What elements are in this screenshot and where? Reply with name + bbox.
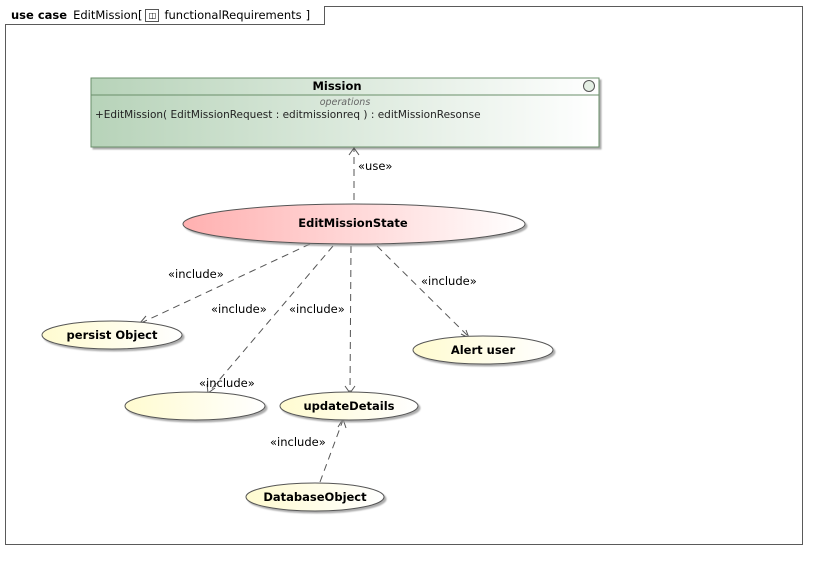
use-case-persist-label: persist Object	[67, 328, 158, 342]
frame-close-bracket: ]	[305, 8, 311, 22]
use-case-update-details[interactable]: updateDetails	[279, 391, 419, 421]
diagram-frame	[5, 6, 803, 545]
include-alert-label: «include»	[421, 274, 477, 288]
use-label: «use»	[358, 159, 392, 173]
use-case-unnamed[interactable]	[124, 391, 266, 421]
use-case-database-label: DatabaseObject	[263, 490, 367, 504]
use-case-alert-label: Alert user	[451, 343, 516, 357]
include-persist-label: «include»	[168, 267, 224, 281]
mission-class-box[interactable]: Mission operations +EditMission( EditMis…	[90, 77, 600, 148]
package-diagram-icon: ◫	[145, 8, 160, 22]
use-arrowhead	[348, 147, 360, 156]
operations-compartment-label: operations	[320, 97, 371, 108]
include-blank-lower-label: «include»	[199, 376, 255, 390]
include-alert-line[interactable]	[376, 245, 470, 338]
use-case-database-object[interactable]: DatabaseObject	[245, 482, 385, 512]
frame-keyword: use case	[11, 8, 68, 22]
use-case-alert-user[interactable]: Alert user	[412, 335, 554, 365]
frame-open-bracket: [	[137, 8, 143, 22]
include-database-label: «include»	[270, 435, 326, 449]
class-circle-icon	[583, 80, 595, 92]
include-database-line[interactable]	[319, 419, 344, 483]
include-blank-label: «include»	[211, 302, 267, 316]
use-case-update-label: updateDetails	[303, 399, 394, 413]
use-case-main-label: EditMissionState	[298, 216, 408, 230]
class-name: Mission	[312, 79, 361, 93]
frame-name: EditMission	[73, 8, 138, 22]
include-blank-line[interactable]	[208, 245, 334, 393]
use-case-persist-object[interactable]: persist Object	[41, 320, 183, 350]
include-update-label: «include»	[289, 302, 345, 316]
include-update-line[interactable]	[349, 245, 352, 393]
frame-package: functionalRequirements	[164, 8, 302, 22]
diagram-frame-tab: use case EditMission [ ◫ functionalRequi…	[5, 6, 326, 25]
use-case-edit-mission-state[interactable]: EditMissionState	[182, 203, 526, 245]
edit-mission-operation: +EditMission( EditMissionRequest : editm…	[95, 109, 481, 121]
